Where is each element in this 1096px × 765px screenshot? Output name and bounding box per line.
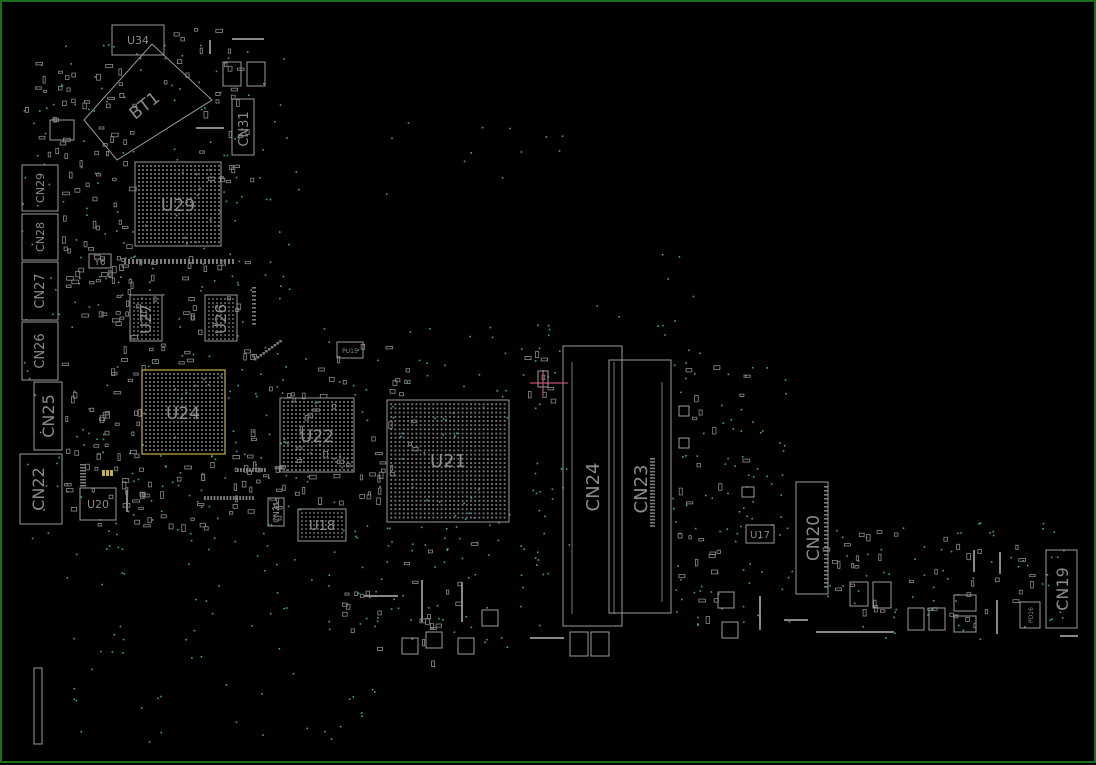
component-u29[interactable]: U29 xyxy=(134,161,222,247)
ball-grid-u29 xyxy=(138,165,220,243)
label-cn21: CN21 xyxy=(272,501,281,523)
ball-grid-u22 xyxy=(283,401,353,471)
component-cn26[interactable]: CN26 xyxy=(21,321,59,381)
label-cn19: CN19 xyxy=(1053,567,1072,611)
component-u27[interactable]: U27 xyxy=(129,294,163,342)
label-u20: U20 xyxy=(87,498,109,511)
component-cn19[interactable]: CN19 xyxy=(1045,549,1078,629)
label-pd16: PD16 xyxy=(1028,607,1035,623)
label-u27: U27 xyxy=(137,304,155,334)
power-parts-lower-right xyxy=(33,61,977,745)
strip-lines xyxy=(126,38,1078,639)
label-cn26: CN26 xyxy=(33,333,48,368)
component-u20[interactable]: U20 xyxy=(79,487,117,521)
component-u26[interactable]: U26 xyxy=(204,294,238,342)
label-cn23: CN23 xyxy=(631,465,652,514)
component-u21[interactable]: U21 xyxy=(386,399,510,523)
label-u34: U34 xyxy=(127,34,149,47)
component-u18[interactable]: U18 xyxy=(297,508,347,542)
label-bt1: BT1 xyxy=(126,88,164,124)
label-cn20: CN20 xyxy=(804,515,824,561)
label-cn28: CN28 xyxy=(34,222,47,252)
label-cn25: CN25 xyxy=(39,394,58,438)
component-cn27[interactable]: CN27 xyxy=(21,261,59,321)
component-cn21[interactable]: CN21 xyxy=(267,497,285,527)
label-u17: U17 xyxy=(750,530,770,541)
ball-grid-u27 xyxy=(133,298,159,340)
ball-grid-u26 xyxy=(208,298,234,340)
cursor-marker xyxy=(530,370,568,396)
component-u24[interactable]: U24 xyxy=(141,369,226,455)
label-u22: U22 xyxy=(300,427,334,447)
ball-grid-u18 xyxy=(301,512,343,538)
label-u26: U26 xyxy=(212,304,230,334)
component-cn24[interactable]: CN24 xyxy=(562,345,623,627)
component-pd16[interactable]: PD16 xyxy=(1019,601,1041,629)
component-cn22[interactable]: CN22 xyxy=(19,453,63,525)
label-u21: U21 xyxy=(430,451,466,472)
component-cn25[interactable]: CN25 xyxy=(33,381,63,451)
label-pu15: PU15 xyxy=(342,348,358,355)
highlighted-pads xyxy=(102,470,113,476)
component-cn28[interactable]: CN28 xyxy=(21,213,59,261)
label-u29: U29 xyxy=(161,196,195,216)
label-cn31: CN31 xyxy=(237,111,252,146)
label-cn24: CN24 xyxy=(583,463,604,512)
label-u24: U24 xyxy=(166,404,200,424)
small-components-layer xyxy=(24,27,1036,667)
component-u17[interactable]: U17 xyxy=(745,524,775,544)
component-cn29[interactable]: CN29 xyxy=(21,164,59,212)
ball-grid-u24 xyxy=(145,373,223,451)
component-pu15[interactable]: PU15 xyxy=(336,341,364,359)
component-cn23[interactable]: CN23 xyxy=(608,359,672,614)
component-y6[interactable]: Y6 xyxy=(88,253,112,269)
component-bt1[interactable]: BT1 xyxy=(83,43,213,161)
label-u18: U18 xyxy=(309,519,335,534)
label-cn27: CN27 xyxy=(33,273,48,308)
component-cn20[interactable]: CN20 xyxy=(795,481,829,595)
label-cn22: CN22 xyxy=(29,467,48,511)
label-cn29: CN29 xyxy=(34,173,47,203)
label-y6: Y6 xyxy=(93,258,105,268)
component-u34[interactable]: U34 xyxy=(111,24,165,56)
component-cn31[interactable]: CN31 xyxy=(231,98,255,156)
component-u22[interactable]: U22 xyxy=(279,397,355,473)
ball-grid-u21 xyxy=(390,403,506,519)
